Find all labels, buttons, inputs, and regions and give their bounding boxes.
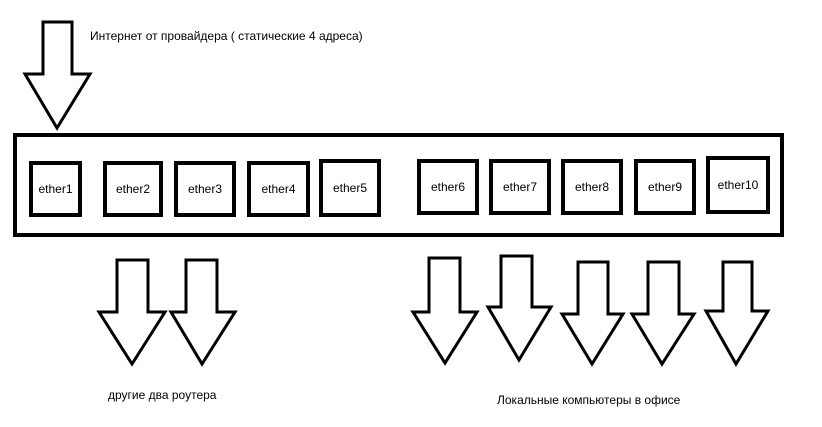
port-label: ether1: [38, 182, 73, 196]
port-ether9: ether9: [634, 159, 696, 215]
port-ether8: ether8: [561, 159, 623, 215]
port-ether10: ether10: [706, 156, 770, 214]
router-body: ether1 ether2 ether3 ether4 ether5 ether…: [13, 133, 784, 237]
other-routers-label: другие два роутера: [108, 388, 217, 402]
port-label: ether8: [574, 180, 610, 194]
port-ether3: ether3: [174, 161, 236, 217]
port-ether7: ether7: [489, 159, 551, 215]
port-ether6: ether6: [417, 159, 479, 215]
computer-arrow-icon: [629, 260, 697, 367]
port-ether2: ether2: [103, 161, 163, 217]
computer-arrow-icon: [485, 254, 554, 363]
computer-arrow-icon: [559, 260, 626, 367]
port-label: ether2: [115, 182, 151, 196]
port-ether4: ether4: [247, 161, 310, 217]
port-label: ether10: [717, 178, 759, 192]
port-ether1: ether1: [29, 161, 82, 217]
port-ether5: ether5: [319, 159, 381, 217]
office-computers-label: Локальные компьютеры в офисе: [497, 393, 681, 407]
computer-arrow-icon: [410, 256, 480, 366]
internet-arrow-icon: [22, 20, 93, 131]
internet-provider-label: Интернет от провайдера ( статические 4 а…: [90, 29, 363, 43]
computer-arrow-icon: [703, 260, 771, 367]
port-label: ether6: [430, 180, 466, 194]
port-label: ether3: [187, 182, 223, 196]
port-label: ether7: [502, 180, 538, 194]
router-arrow-icon: [168, 258, 238, 367]
router-arrow-icon: [96, 258, 168, 367]
port-label: ether4: [261, 182, 296, 196]
port-label: ether9: [647, 180, 683, 194]
port-label: ether5: [332, 181, 368, 195]
